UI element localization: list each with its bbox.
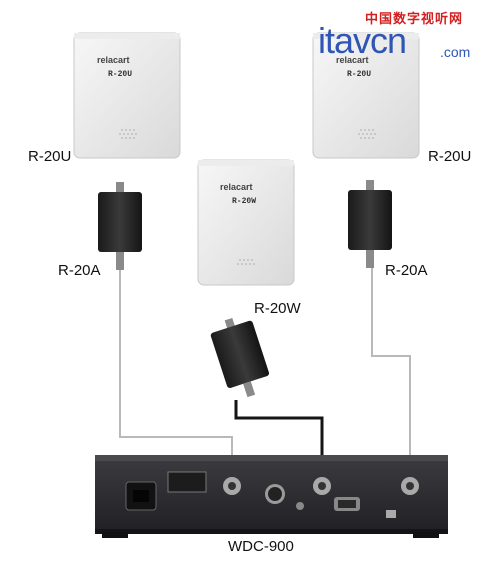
power-inlet — [125, 481, 157, 511]
amplifier-right — [348, 180, 392, 268]
cable-right — [371, 268, 411, 485]
model-label-center: R-20W — [232, 197, 256, 206]
brand-logo-right: relacart — [336, 55, 369, 65]
label-amp-left: R-20A — [58, 262, 101, 279]
label-antenna-right: R-20U — [428, 148, 472, 165]
watermark-logo: itavcn — [318, 20, 407, 61]
antenna-left — [73, 32, 181, 159]
bnc-connector-2 — [313, 477, 331, 495]
cable-left — [119, 270, 233, 485]
watermark-chinese: 中国数字视听网 — [365, 12, 464, 27]
cable-center — [234, 400, 324, 485]
phone-jack — [296, 502, 304, 510]
watermark-domain: .com — [440, 44, 471, 60]
model-label-right: R-20U — [347, 70, 371, 79]
antenna-right — [312, 32, 420, 159]
warning-label — [167, 471, 207, 493]
model-label-left: R-20U — [108, 70, 132, 79]
xlr-connector — [265, 484, 285, 504]
brand-logo-left: relacart — [97, 55, 130, 65]
antenna-center — [197, 159, 295, 286]
label-antenna-left: R-20U — [28, 148, 72, 165]
label-amp-right: R-20A — [385, 262, 428, 279]
amplifier-left — [98, 182, 142, 270]
db9-port — [334, 497, 360, 511]
bnc-connector-3 — [401, 477, 419, 495]
bnc-connector-1 — [223, 477, 241, 495]
label-antenna-center: R-20W — [254, 300, 301, 317]
amplifier-center — [210, 317, 270, 398]
usb-port — [386, 510, 396, 518]
label-receiver: WDC-900 — [228, 538, 294, 555]
brand-logo-center: relacart — [220, 182, 253, 192]
